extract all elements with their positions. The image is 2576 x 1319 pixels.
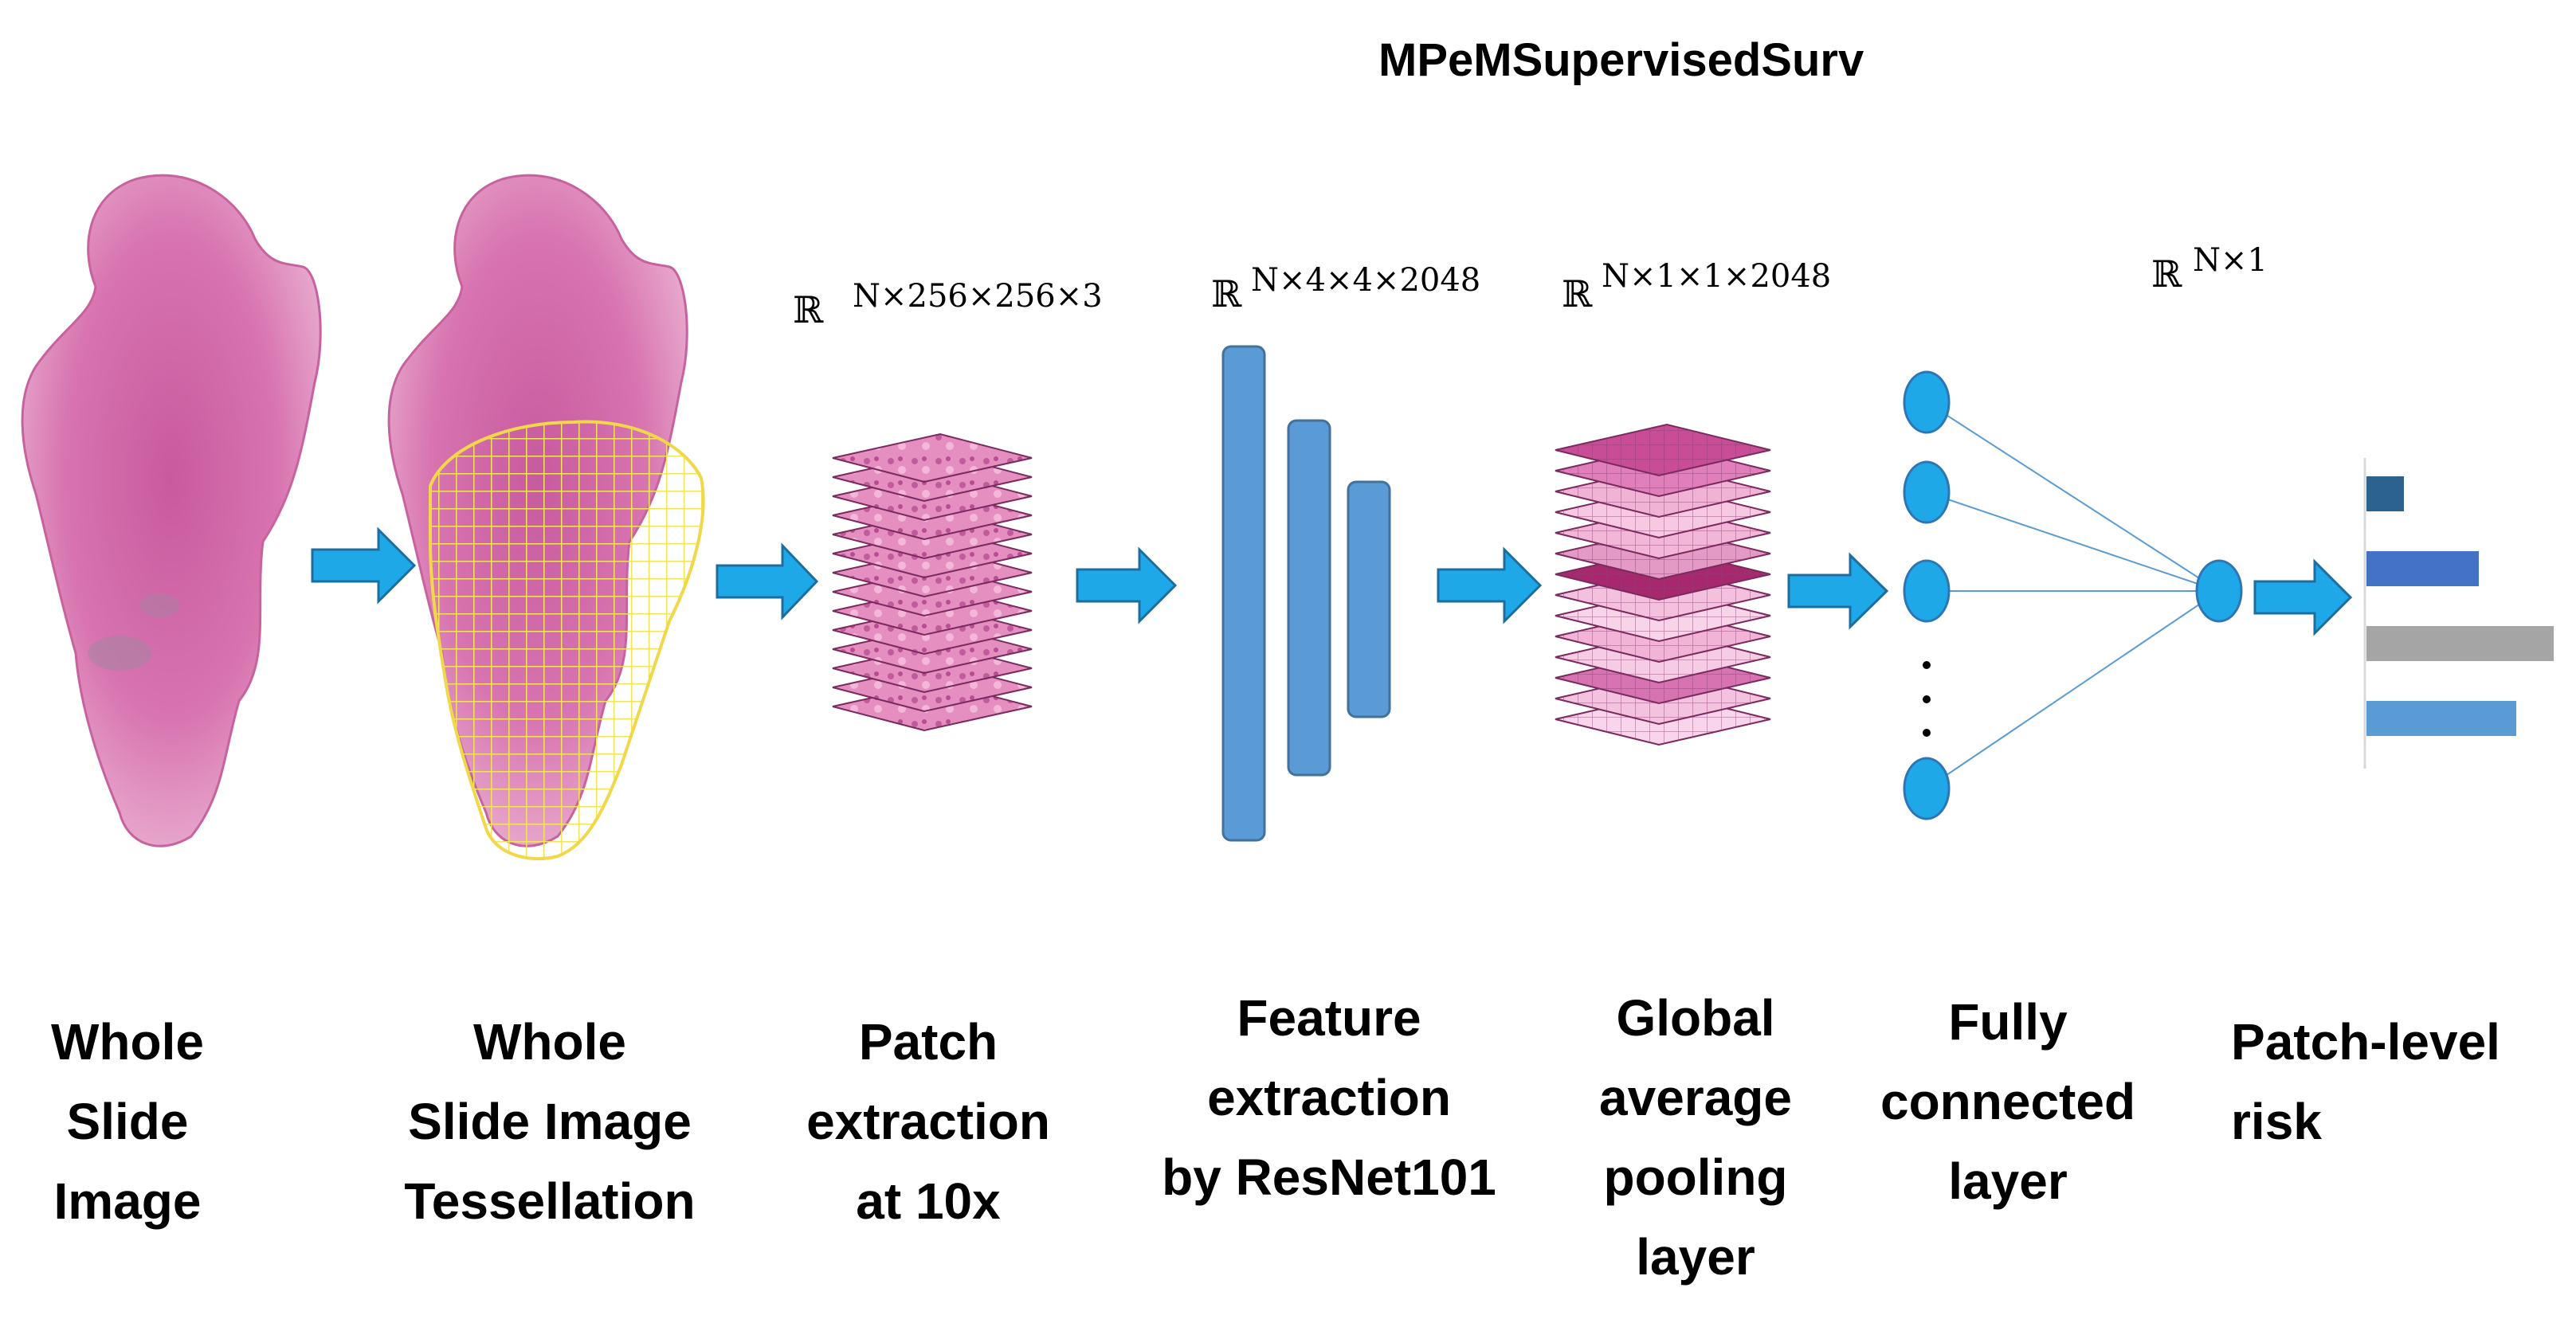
caption-global-average-pooling-line: pooling xyxy=(1603,1149,1787,1206)
risk-bar xyxy=(2366,626,2554,661)
fully-connected-layer xyxy=(1903,370,2243,820)
caption-fully-connected-line: connected xyxy=(1880,1073,2135,1130)
arrow-wsi-to-tessellation xyxy=(311,526,417,605)
caption-patch-extraction-line: extraction xyxy=(806,1093,1050,1150)
dim-label-pooled: ℝ N×1×1×2048 xyxy=(1562,258,1831,315)
output-node xyxy=(2195,559,2243,623)
caption-fully-connected-line: Fully xyxy=(1948,993,2068,1051)
risk-bar xyxy=(2366,551,2479,586)
caption-patch-extraction-line: Patch xyxy=(859,1013,998,1070)
caption-whole-slide-image-line: Whole xyxy=(51,1013,204,1070)
caption-feature-extraction: Feature extraction by ResNet101 xyxy=(1162,989,1496,1206)
caption-tessellation-line: Whole xyxy=(473,1013,626,1070)
svg-text:ℝ: ℝ xyxy=(1562,272,1593,315)
resnet-feature-extractor xyxy=(1221,345,1391,842)
resnet-layer-3 xyxy=(1347,480,1391,718)
caption-patch-extraction: Patch extraction at 10x xyxy=(806,1013,1050,1230)
resnet-layer-2 xyxy=(1287,419,1331,777)
arrow-fc-to-risk xyxy=(2253,558,2353,636)
caption-whole-slide-image-line: Slide xyxy=(67,1093,189,1150)
diagram-title: MPeMSupervisedSurv xyxy=(1378,34,1864,86)
dim-label-risk: ℝ N×1 xyxy=(2151,242,2268,296)
caption-patch-level-risk-line: Patch-level xyxy=(2231,1013,2500,1070)
svg-text:N×256×256×3: N×256×256×3 xyxy=(853,278,1103,315)
caption-fully-connected: Fully connected layer xyxy=(1880,993,2135,1210)
caption-patch-extraction-line: at 10x xyxy=(856,1172,1001,1230)
arrow-tessellation-to-patches xyxy=(716,542,819,620)
caption-global-average-pooling-line: Global xyxy=(1616,989,1774,1047)
caption-global-average-pooling-line: layer xyxy=(1636,1228,1755,1286)
svg-text:ℝ: ℝ xyxy=(793,288,824,331)
risk-bar xyxy=(2366,476,2404,511)
arrow-resnet-to-pooling xyxy=(1437,546,1543,624)
fc-ellipsis-dot-3 xyxy=(1923,729,1931,737)
pooled-feature-grid xyxy=(1555,425,1770,476)
svg-text:N×1×1×2048: N×1×1×2048 xyxy=(1602,258,1831,295)
svg-text:ℝ: ℝ xyxy=(1211,272,1242,315)
svg-text:ℝ: ℝ xyxy=(2151,252,2182,296)
pooling-feature-stack xyxy=(1555,423,1771,746)
fc-node-3 xyxy=(1903,559,1951,623)
caption-feature-extraction-line: Feature xyxy=(1237,989,1421,1047)
caption-tessellation-line: Slide Image xyxy=(408,1093,692,1150)
arrow-pooling-to-fc xyxy=(1787,552,1889,630)
fc-node-2 xyxy=(1903,460,1951,524)
dim-label-patches: ℝ N×256×256×3 xyxy=(793,278,1103,331)
fc-ellipsis-dot-2 xyxy=(1923,695,1931,703)
caption-feature-extraction-line: extraction xyxy=(1207,1069,1451,1126)
caption-patch-level-risk-line: risk xyxy=(2231,1093,2322,1150)
fc-node-1 xyxy=(1903,370,1951,434)
resnet-layer-1 xyxy=(1221,345,1266,842)
patch-stack xyxy=(832,432,1033,732)
arrow-patches-to-resnet xyxy=(1076,546,1178,624)
svg-text:N×4×4×2048: N×4×4×2048 xyxy=(1251,262,1480,299)
caption-whole-slide-image-line: Image xyxy=(54,1172,202,1230)
tessellated-slide-image xyxy=(387,174,705,861)
caption-global-average-pooling: Global average pooling layer xyxy=(1599,989,1792,1286)
caption-global-average-pooling-line: average xyxy=(1599,1069,1792,1126)
risk-bar xyxy=(2366,701,2516,736)
svg-text:N×1: N×1 xyxy=(2193,242,2268,279)
caption-tessellation-line: Tessellation xyxy=(404,1172,695,1230)
fc-node-n xyxy=(1903,757,1951,820)
patch-sheet xyxy=(832,432,1033,483)
caption-patch-level-risk: Patch-level risk xyxy=(2231,1013,2500,1150)
patch-risk-bar-chart xyxy=(2363,458,2554,769)
whole-slide-image xyxy=(21,174,322,847)
dim-label-features: ℝ N×4×4×2048 xyxy=(1211,262,1480,315)
caption-fully-connected-line: layer xyxy=(1948,1153,2067,1210)
fc-ellipsis-dot-1 xyxy=(1923,661,1931,669)
caption-feature-extraction-line: by ResNet101 xyxy=(1162,1149,1496,1206)
